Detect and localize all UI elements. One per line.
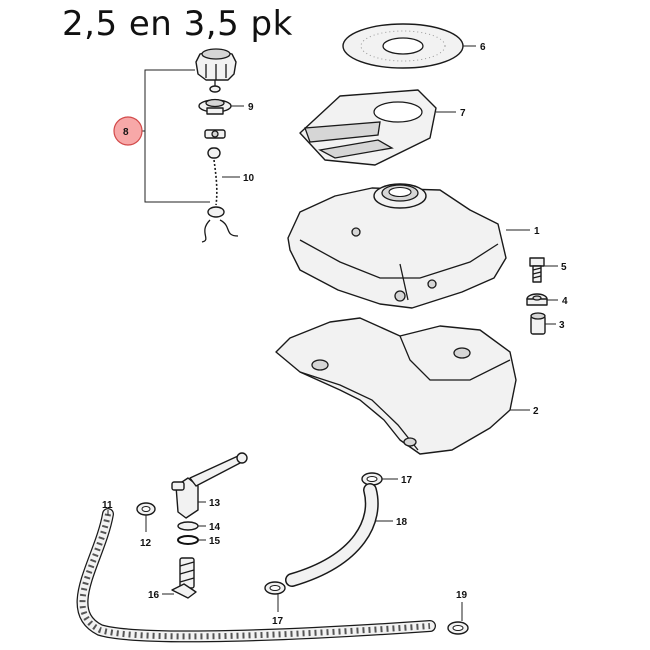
part-1-fuel-tank[interactable] [287, 183, 507, 309]
part-8-group-bracket [144, 69, 210, 203]
label-part-9: 9 [248, 102, 254, 113]
label-part-16: 16 [148, 590, 160, 601]
label-part-7: 7 [460, 108, 466, 119]
label-part-4: 4 [562, 296, 568, 307]
part-8-highlight-marker[interactable] [113, 116, 143, 146]
label-part-8: 8 [123, 127, 129, 138]
part-17-hose-clamp-upper[interactable] [361, 472, 383, 486]
part-11-fuel-hose[interactable] [76, 508, 436, 643]
part-10-retainer-chain[interactable] [201, 147, 239, 243]
label-part-17-lower: 17 [272, 616, 284, 627]
label-part-18: 18 [396, 517, 408, 528]
part-19-hose-clamp[interactable] [447, 621, 469, 635]
part-12-hose-clamp[interactable] [136, 502, 156, 516]
page-title: 2,5 en 3,5 pk [62, 4, 293, 44]
part-17-hose-clamp-lower[interactable] [264, 581, 286, 595]
part-5-bolt[interactable] [529, 257, 545, 283]
part-3-bushing[interactable] [530, 312, 546, 335]
label-part-3: 3 [559, 320, 565, 331]
part-14-washer[interactable] [177, 521, 199, 531]
label-part-13: 13 [209, 498, 221, 509]
part-2-tank-bracket[interactable] [275, 317, 517, 455]
part-15-o-ring[interactable] [177, 535, 199, 545]
part-13-fuel-valve[interactable] [171, 452, 248, 519]
label-part-12: 12 [140, 538, 152, 549]
part-4-washer[interactable] [526, 293, 548, 306]
label-part-5: 5 [561, 262, 567, 273]
part-6-ring-gasket[interactable] [342, 23, 464, 69]
cap-clip[interactable] [204, 129, 226, 139]
part-7-pad[interactable] [299, 89, 437, 166]
part-16-filter-tube[interactable] [171, 557, 197, 599]
label-part-17-upper: 17 [401, 475, 413, 486]
part-9-cap-seal[interactable] [198, 80, 232, 115]
part-18-short-hose[interactable] [285, 483, 379, 587]
label-part-6: 6 [480, 42, 486, 53]
label-part-2: 2 [533, 406, 539, 417]
part-8-fuel-cap[interactable] [195, 48, 237, 81]
label-part-1: 1 [534, 226, 540, 237]
label-part-14: 14 [209, 522, 221, 533]
label-part-19: 19 [456, 590, 468, 601]
label-part-10: 10 [243, 173, 255, 184]
label-part-11: 11 [102, 500, 113, 511]
label-part-15: 15 [209, 536, 221, 547]
